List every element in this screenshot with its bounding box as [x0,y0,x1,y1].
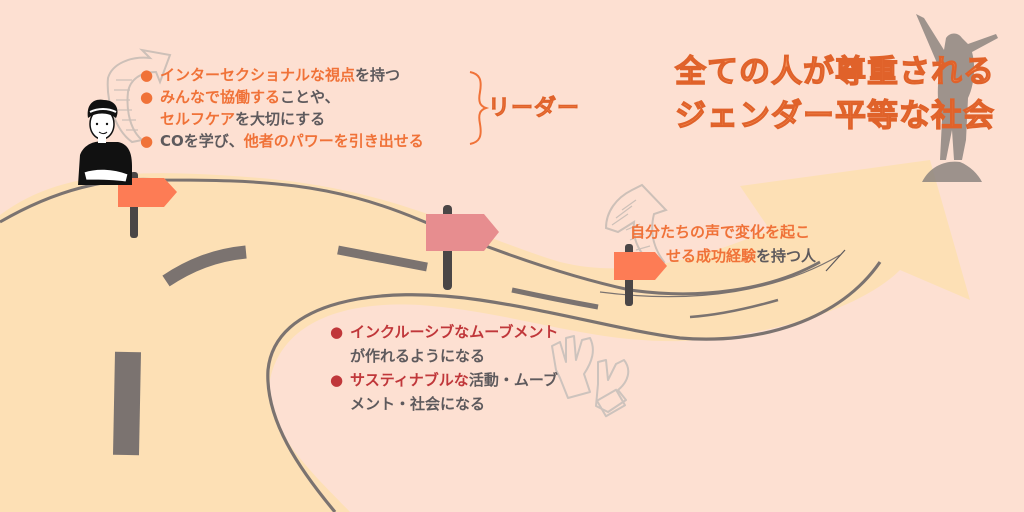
curved-arrow-up-icon [106,48,172,144]
bullet-icon: ● [140,66,154,84]
movement-outcome-list: ● インクルーシブなムーブメント が作れるようになる ● サスティナブルな活動・… [326,320,558,416]
road-dash [113,351,141,456]
signpost-3 [614,244,667,306]
curved-arrow-up-icon [604,183,668,268]
road-edge-bottom [266,261,882,512]
leader-label: リーダー [488,96,581,122]
leader-skill-item: ● みんなで協働することや、 セルフケアを大切にする [140,88,340,128]
leader-skill-item: ● インターセクショナルな視点を持つ [140,66,401,84]
goal-title-line-2: ジェンダー平等な社会 [674,97,995,134]
movement-outcome-item: ● インクルーシブなムーブメント が作れるようになる [326,320,558,368]
celebrating-person-silhouette-icon [916,14,998,182]
bullet-icon: ● [330,323,344,341]
goal-title-line-1: 全ての人が尊重される [674,53,995,90]
signpost-1 [118,172,177,238]
success-experience-text: 自分たちの声で変化を起こ せる成功経験を持つ人 [630,223,817,265]
road-dash [689,298,779,319]
road-edge-top-thin [599,254,841,298]
bullet-icon: ● [140,132,154,150]
movement-outcome-item: ● サスティナブルな活動・ムーブ メント・社会になる [326,368,558,416]
signpost-2 [426,205,499,290]
goal-title: 全ての人が尊重される ジェンダー平等な社会 [674,50,995,138]
bullet-icon: ● [140,88,154,106]
road-dash [337,245,428,272]
road-dash [511,287,599,310]
bullet-icon: ● [330,371,344,389]
leader-skill-list: ● インターセクショナルな視点を持つ ● みんなで協働することや、 セルフケアを… [136,64,424,152]
road-dash [162,245,247,287]
high-five-hands-icon [551,335,630,418]
person-arms-crossed-icon [78,99,132,185]
leader-skill-item: ● COを学び、他者のパワーを引き出せる [140,132,424,150]
road-dash [825,249,846,272]
